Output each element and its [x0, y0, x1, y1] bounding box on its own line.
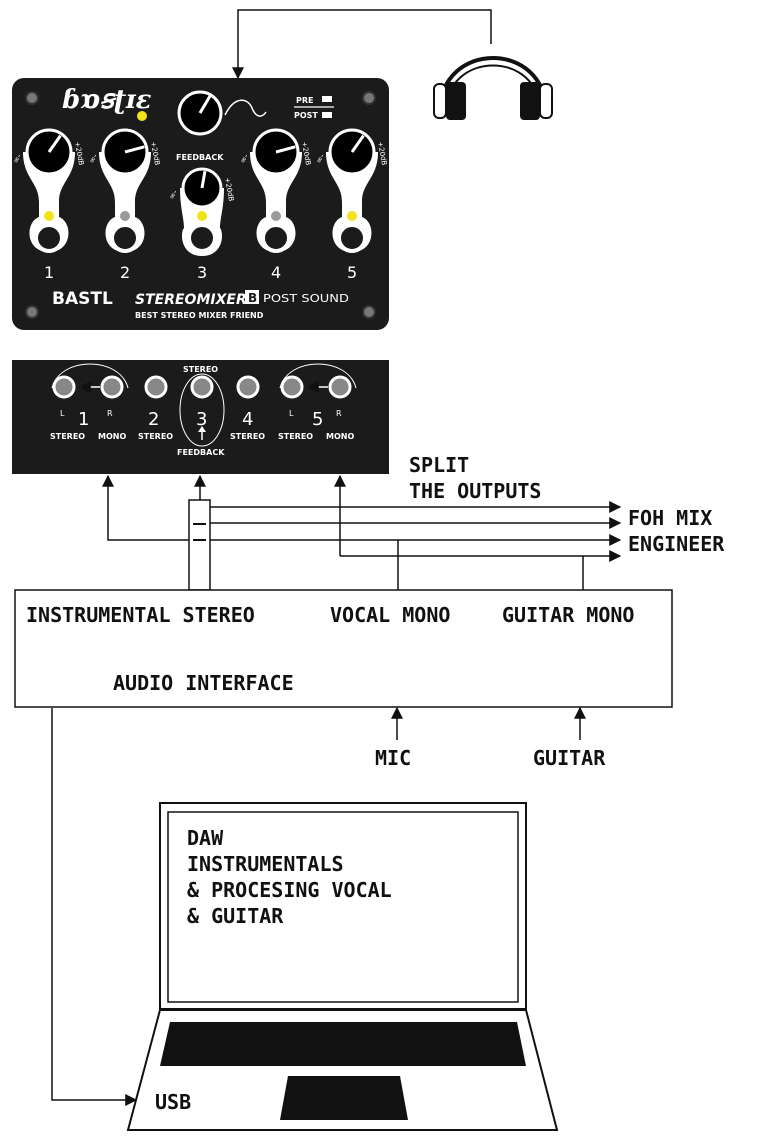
guitar-input-label: GUITAR [533, 746, 606, 770]
channel-3-number: 3 [197, 263, 207, 282]
knob-pointer [200, 170, 207, 189]
laptop-keyboard [160, 1022, 526, 1066]
pre-indicator [322, 96, 332, 102]
screw-icon [362, 305, 376, 319]
channel-4-number: 4 [271, 263, 281, 282]
channel-4-input-jack[interactable] [261, 223, 291, 253]
back-label-stereo-2: STEREO [138, 432, 173, 441]
back-jack-2[interactable] [100, 375, 124, 399]
channel-1-number: 1 [44, 263, 54, 282]
channel-5-number: 5 [347, 263, 357, 282]
back-channel-1: 1 [78, 409, 89, 430]
channel-4-led [271, 211, 281, 221]
audio-interface: INSTRUMENTAL STEREO VOCAL MONO GUITAR MO… [14, 589, 673, 708]
stereo-cable [188, 499, 211, 591]
laptop-line-1: DAW [187, 826, 224, 850]
laptop-line-4: & GUITAR [187, 904, 284, 928]
cables [51, 474, 622, 1106]
channel-1-input-jack[interactable] [34, 223, 64, 253]
channel-2-led [120, 211, 130, 221]
status-led [137, 111, 147, 121]
mic-input-label: MIC [375, 746, 411, 770]
screw-icon [362, 91, 376, 105]
back-jack-1[interactable] [52, 375, 76, 399]
back-label-stereo-5: STEREO [278, 432, 313, 441]
knob-pointer [124, 145, 145, 154]
back-jack-7[interactable] [328, 375, 352, 399]
back-jack-6[interactable] [280, 375, 304, 399]
channel-3-ring [179, 373, 225, 447]
back-label-stereo-1: STEREO [50, 432, 85, 441]
post-sound-label: POST SOUND [263, 292, 349, 305]
interface-instrumental: INSTRUMENTAL STEREO [26, 603, 255, 627]
headphone-cable [232, 9, 492, 80]
headphones-icon [433, 56, 553, 120]
laptop-trackpad [280, 1076, 408, 1120]
knob-pointer [275, 145, 296, 154]
l-label-5: L [289, 409, 294, 418]
back-jack-5[interactable] [236, 375, 260, 399]
back-channel-5: 5 [312, 409, 323, 430]
foh-line2: ENGINEER [628, 532, 725, 556]
b-badge-letter: B [248, 291, 257, 305]
channel-5-input-jack[interactable] [337, 223, 367, 253]
tagline: BEST STEREO MIXER FRIEND [135, 311, 264, 320]
interface-title: AUDIO INTERFACE [113, 671, 294, 695]
back-feedback-label: FEEDBACK [177, 448, 225, 457]
back-jack-4[interactable] [190, 375, 214, 399]
laptop-line-2: INSTRUMENTALS [187, 852, 344, 876]
feedback-label: FEEDBACK [176, 153, 224, 162]
knob-min-label: ∞- [238, 152, 251, 165]
knob-pointer [350, 134, 365, 153]
channel-2-input-jack[interactable] [110, 223, 140, 253]
interface-guitar: GUITAR MONO [502, 603, 634, 627]
pre-label: PRE [296, 96, 314, 105]
back-label-mono-5: MONO [326, 432, 354, 441]
back-label-stereo-4: STEREO [230, 432, 265, 441]
foh-line1: FOH MIX [628, 506, 712, 530]
model-script: STEREOMIXER [135, 292, 247, 308]
back-stereo-top: STEREO [183, 365, 218, 374]
channel-5-led [347, 211, 357, 221]
knob-pointer [47, 134, 62, 153]
channel-3-led [197, 211, 207, 221]
screw-icon [25, 91, 39, 105]
usb-label: USB [155, 1090, 191, 1114]
mixer-back-panel: STEREO FEEDBACK L R L R 1 2 3 4 5 STEREO… [12, 360, 389, 474]
channel-1-led [44, 211, 54, 221]
channel-3-input-jack[interactable] [187, 223, 217, 253]
mixer-front-panel: ɓɒꞩʈɪɛ PRE POST ∞-+20dB1∞-+20dB2∞-+20dB3… [11, 78, 389, 330]
post-label: POST [294, 111, 318, 120]
r-label-1: R [107, 409, 113, 418]
knob-min-label: ∞- [314, 152, 327, 165]
knob-min-label: ∞- [167, 188, 180, 201]
postie-logo: ɓɒꞩʈɪɛ [62, 85, 152, 115]
split-line2: THE OUTPUTS [409, 479, 541, 503]
knob-min-label: ∞- [87, 152, 100, 165]
interface-vocal: VOCAL MONO [330, 603, 450, 627]
split-line1: SPLIT [409, 453, 469, 477]
headphone-symbol-icon [224, 99, 267, 117]
r-label-5: R [336, 409, 342, 418]
l-label-1: L [60, 409, 65, 418]
post-indicator [322, 112, 332, 118]
channel-2-number: 2 [120, 263, 130, 282]
back-channel-2: 2 [148, 409, 159, 430]
screw-icon [25, 305, 39, 319]
laptop: DAW INSTRUMENTALS & PROCESING VOCAL & GU… [126, 802, 559, 1131]
laptop-line-3: & PROCESING VOCAL [187, 878, 392, 902]
back-jack-3[interactable] [144, 375, 168, 399]
back-channel-3: 3 [196, 409, 207, 430]
knob-min-label: ∞- [11, 152, 24, 165]
back-label-mono-1: MONO [98, 432, 126, 441]
brand-name: BASTL [52, 289, 113, 309]
back-channel-4: 4 [242, 409, 253, 430]
b-badge [245, 290, 259, 304]
